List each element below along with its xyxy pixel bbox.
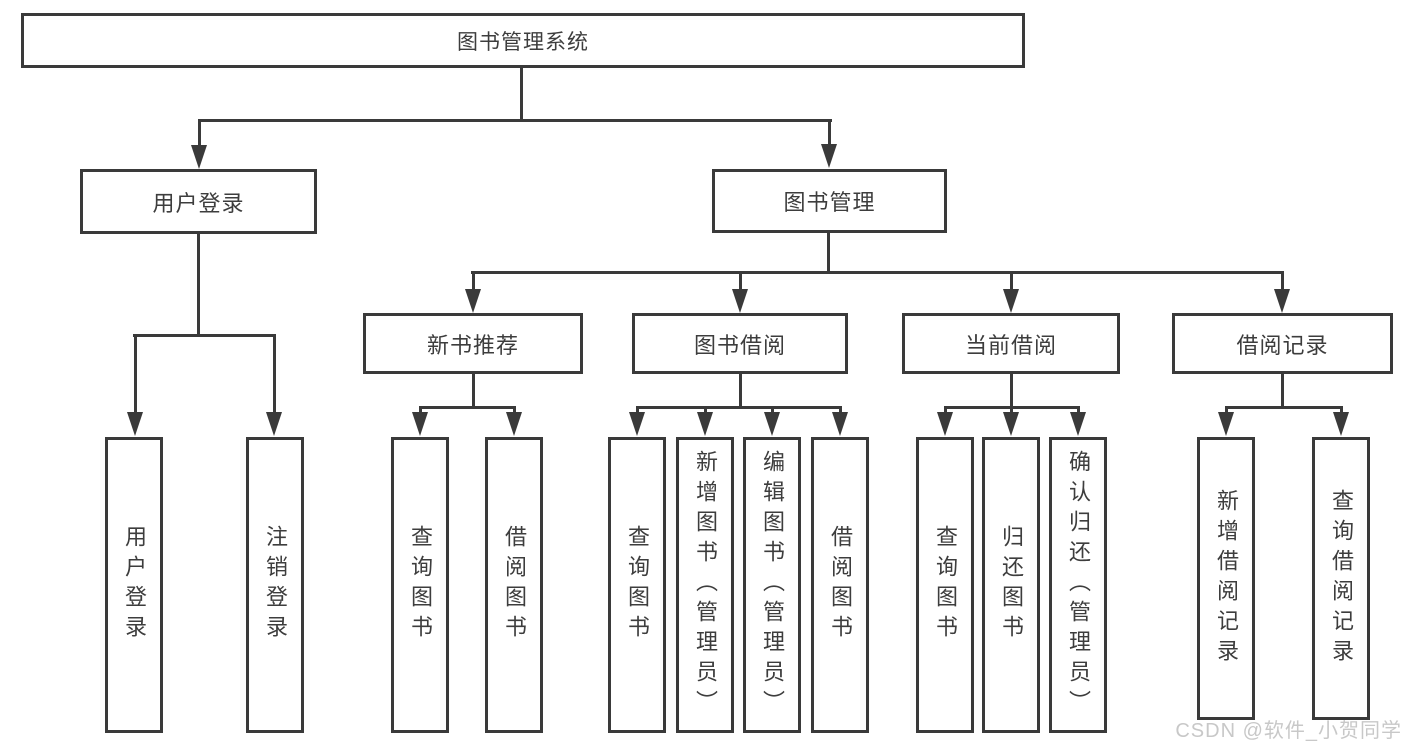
arrow-down-icon xyxy=(1274,289,1290,313)
arrow-down-icon xyxy=(821,144,837,168)
connector xyxy=(1010,373,1013,409)
leaf-confirm-return-admin-label: 确认归还（管理员） xyxy=(1066,450,1091,720)
leaf-borrow-books-recommend: 借阅图书 xyxy=(485,437,543,733)
arrow-down-icon xyxy=(412,412,428,436)
leaf-add-borrow-record: 新增借阅记录 xyxy=(1197,437,1255,720)
connector xyxy=(198,119,201,159)
arrow-down-icon xyxy=(127,412,143,436)
connector xyxy=(828,119,831,159)
arrow-down-icon xyxy=(832,412,848,436)
node-book-management: 图书管理 xyxy=(712,169,947,233)
connector xyxy=(197,234,200,336)
leaf-logout-label: 注销登录 xyxy=(263,525,288,645)
leaf-add-book-admin: 新增图书（管理员） xyxy=(676,437,734,733)
leaf-borrow-books-borrowing: 借阅图书 xyxy=(811,437,869,733)
leaf-add-borrow-record-label: 新增借阅记录 xyxy=(1214,488,1239,669)
connector xyxy=(1281,373,1284,409)
connector xyxy=(739,373,742,409)
node-user-login-label: 用户登录 xyxy=(152,190,245,216)
leaf-query-books-borrowing: 查询图书 xyxy=(608,437,666,733)
arrow-down-icon xyxy=(266,412,282,436)
node-borrowing-records-label: 借阅记录 xyxy=(1236,332,1329,358)
arrow-down-icon xyxy=(1003,412,1019,436)
leaf-confirm-return-admin: 确认归还（管理员） xyxy=(1049,437,1107,733)
node-current-borrowing-label: 当前借阅 xyxy=(964,332,1057,358)
connector xyxy=(471,271,1283,274)
node-current-borrowing: 当前借阅 xyxy=(902,313,1120,374)
node-root-label: 图书管理系统 xyxy=(457,30,589,54)
arrow-down-icon xyxy=(764,412,780,436)
csdn-watermark: CSDN @软件_小贺同学 xyxy=(1175,720,1402,742)
connector xyxy=(472,373,475,409)
arrow-down-icon xyxy=(1218,412,1234,436)
leaf-query-books-recommend: 查询图书 xyxy=(391,437,449,733)
arrow-down-icon xyxy=(732,289,748,313)
arrow-down-icon xyxy=(1070,412,1086,436)
leaf-logout: 注销登录 xyxy=(246,437,304,733)
node-borrowing-records: 借阅记录 xyxy=(1172,313,1393,374)
leaf-query-books-current: 查询图书 xyxy=(916,437,974,733)
node-user-login: 用户登录 xyxy=(80,169,317,234)
node-new-book-recommendation-label: 新书推荐 xyxy=(426,332,519,358)
leaf-borrow-books-borrowing-label: 借阅图书 xyxy=(828,525,853,645)
node-book-borrowing-label: 图书借阅 xyxy=(693,332,786,358)
connector xyxy=(520,67,523,121)
leaf-return-book-label: 归还图书 xyxy=(999,525,1024,645)
arrow-down-icon xyxy=(1333,412,1349,436)
connector xyxy=(419,406,516,409)
connector xyxy=(273,334,276,426)
arrow-down-icon xyxy=(506,412,522,436)
connector xyxy=(827,232,830,274)
node-root: 图书管理系统 xyxy=(21,13,1025,68)
connector xyxy=(1225,406,1343,409)
node-book-management-label: 图书管理 xyxy=(783,190,876,215)
node-new-book-recommendation: 新书推荐 xyxy=(363,313,583,374)
leaf-borrow-books-recommend-label: 借阅图书 xyxy=(502,525,527,645)
leaf-return-book: 归还图书 xyxy=(982,437,1040,733)
leaf-edit-book-admin-label: 编辑图书（管理员） xyxy=(760,450,785,720)
leaf-query-borrow-record: 查询借阅记录 xyxy=(1312,437,1370,720)
leaf-user-login: 用户登录 xyxy=(105,437,163,733)
connector xyxy=(636,406,842,409)
leaf-query-books-recommend-label: 查询图书 xyxy=(408,525,433,645)
leaf-add-book-admin-label: 新增图书（管理员） xyxy=(693,450,718,720)
leaf-user-login-label: 用户登录 xyxy=(122,525,147,645)
arrow-down-icon xyxy=(937,412,953,436)
node-book-borrowing: 图书借阅 xyxy=(632,313,848,374)
arrow-down-icon xyxy=(1003,289,1019,313)
leaf-edit-book-admin: 编辑图书（管理员） xyxy=(743,437,801,733)
connector xyxy=(198,119,832,122)
leaf-query-books-borrowing-label: 查询图书 xyxy=(625,525,650,645)
arrow-down-icon xyxy=(629,412,645,436)
arrow-down-icon xyxy=(697,412,713,436)
connector xyxy=(134,334,137,426)
leaf-query-books-current-label: 查询图书 xyxy=(933,525,958,645)
leaf-query-borrow-record-label: 查询借阅记录 xyxy=(1329,488,1354,669)
arrow-down-icon xyxy=(191,145,207,169)
connector xyxy=(133,334,275,337)
arrow-down-icon xyxy=(465,289,481,313)
